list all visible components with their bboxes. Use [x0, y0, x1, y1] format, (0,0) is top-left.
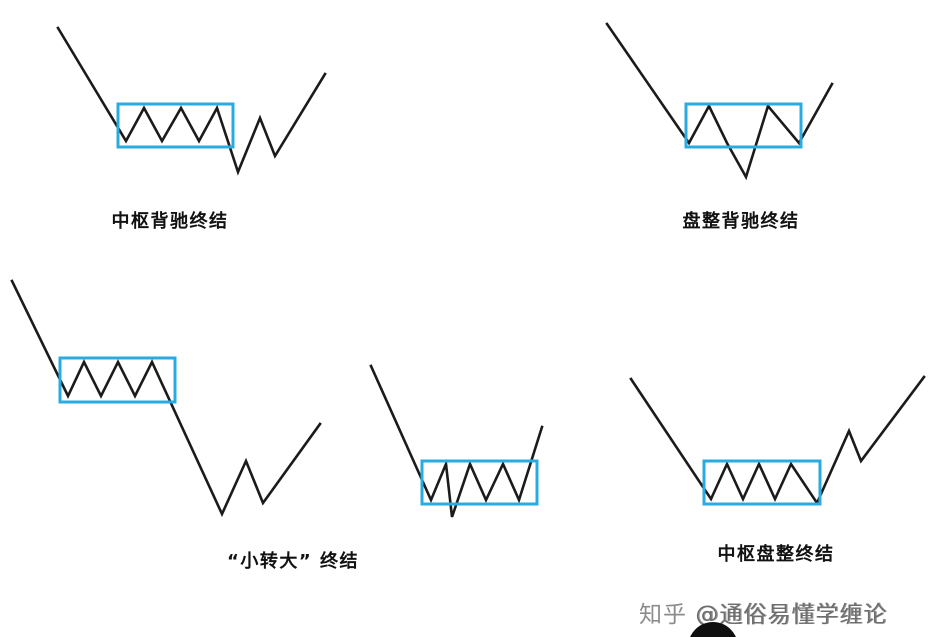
central-pivot-divergence-line — [56, 26, 327, 176]
label-central-pivot-consolidation: 中枢盘整终结 — [717, 544, 835, 565]
watermark-avatar-circle — [688, 622, 738, 637]
consolidation-divergence-line — [605, 22, 834, 181]
watermark: 知乎 @通俗易懂学缠论 — [639, 595, 887, 629]
central-pivot-divergence-box — [116, 102, 235, 149]
central-pivot-consolidation-line — [629, 375, 926, 506]
label-central-pivot-divergence: 中枢背驰终结 — [111, 211, 229, 232]
middle-pattern-box — [420, 459, 539, 506]
consolidation-divergence-box — [684, 102, 803, 149]
label-consolidation-divergence: 盘整背驰终结 — [682, 211, 800, 232]
small-to-large-line — [10, 279, 322, 518]
watermark-site: 知乎 — [639, 602, 696, 628]
watermark-handle: @通俗易懂学缠论 — [695, 602, 888, 628]
small-to-large-box — [58, 356, 177, 404]
middle-pattern-line — [369, 364, 544, 518]
label-small-to-large: “小转大” 终结 — [227, 551, 359, 572]
central-pivot-consolidation-box — [702, 459, 822, 506]
